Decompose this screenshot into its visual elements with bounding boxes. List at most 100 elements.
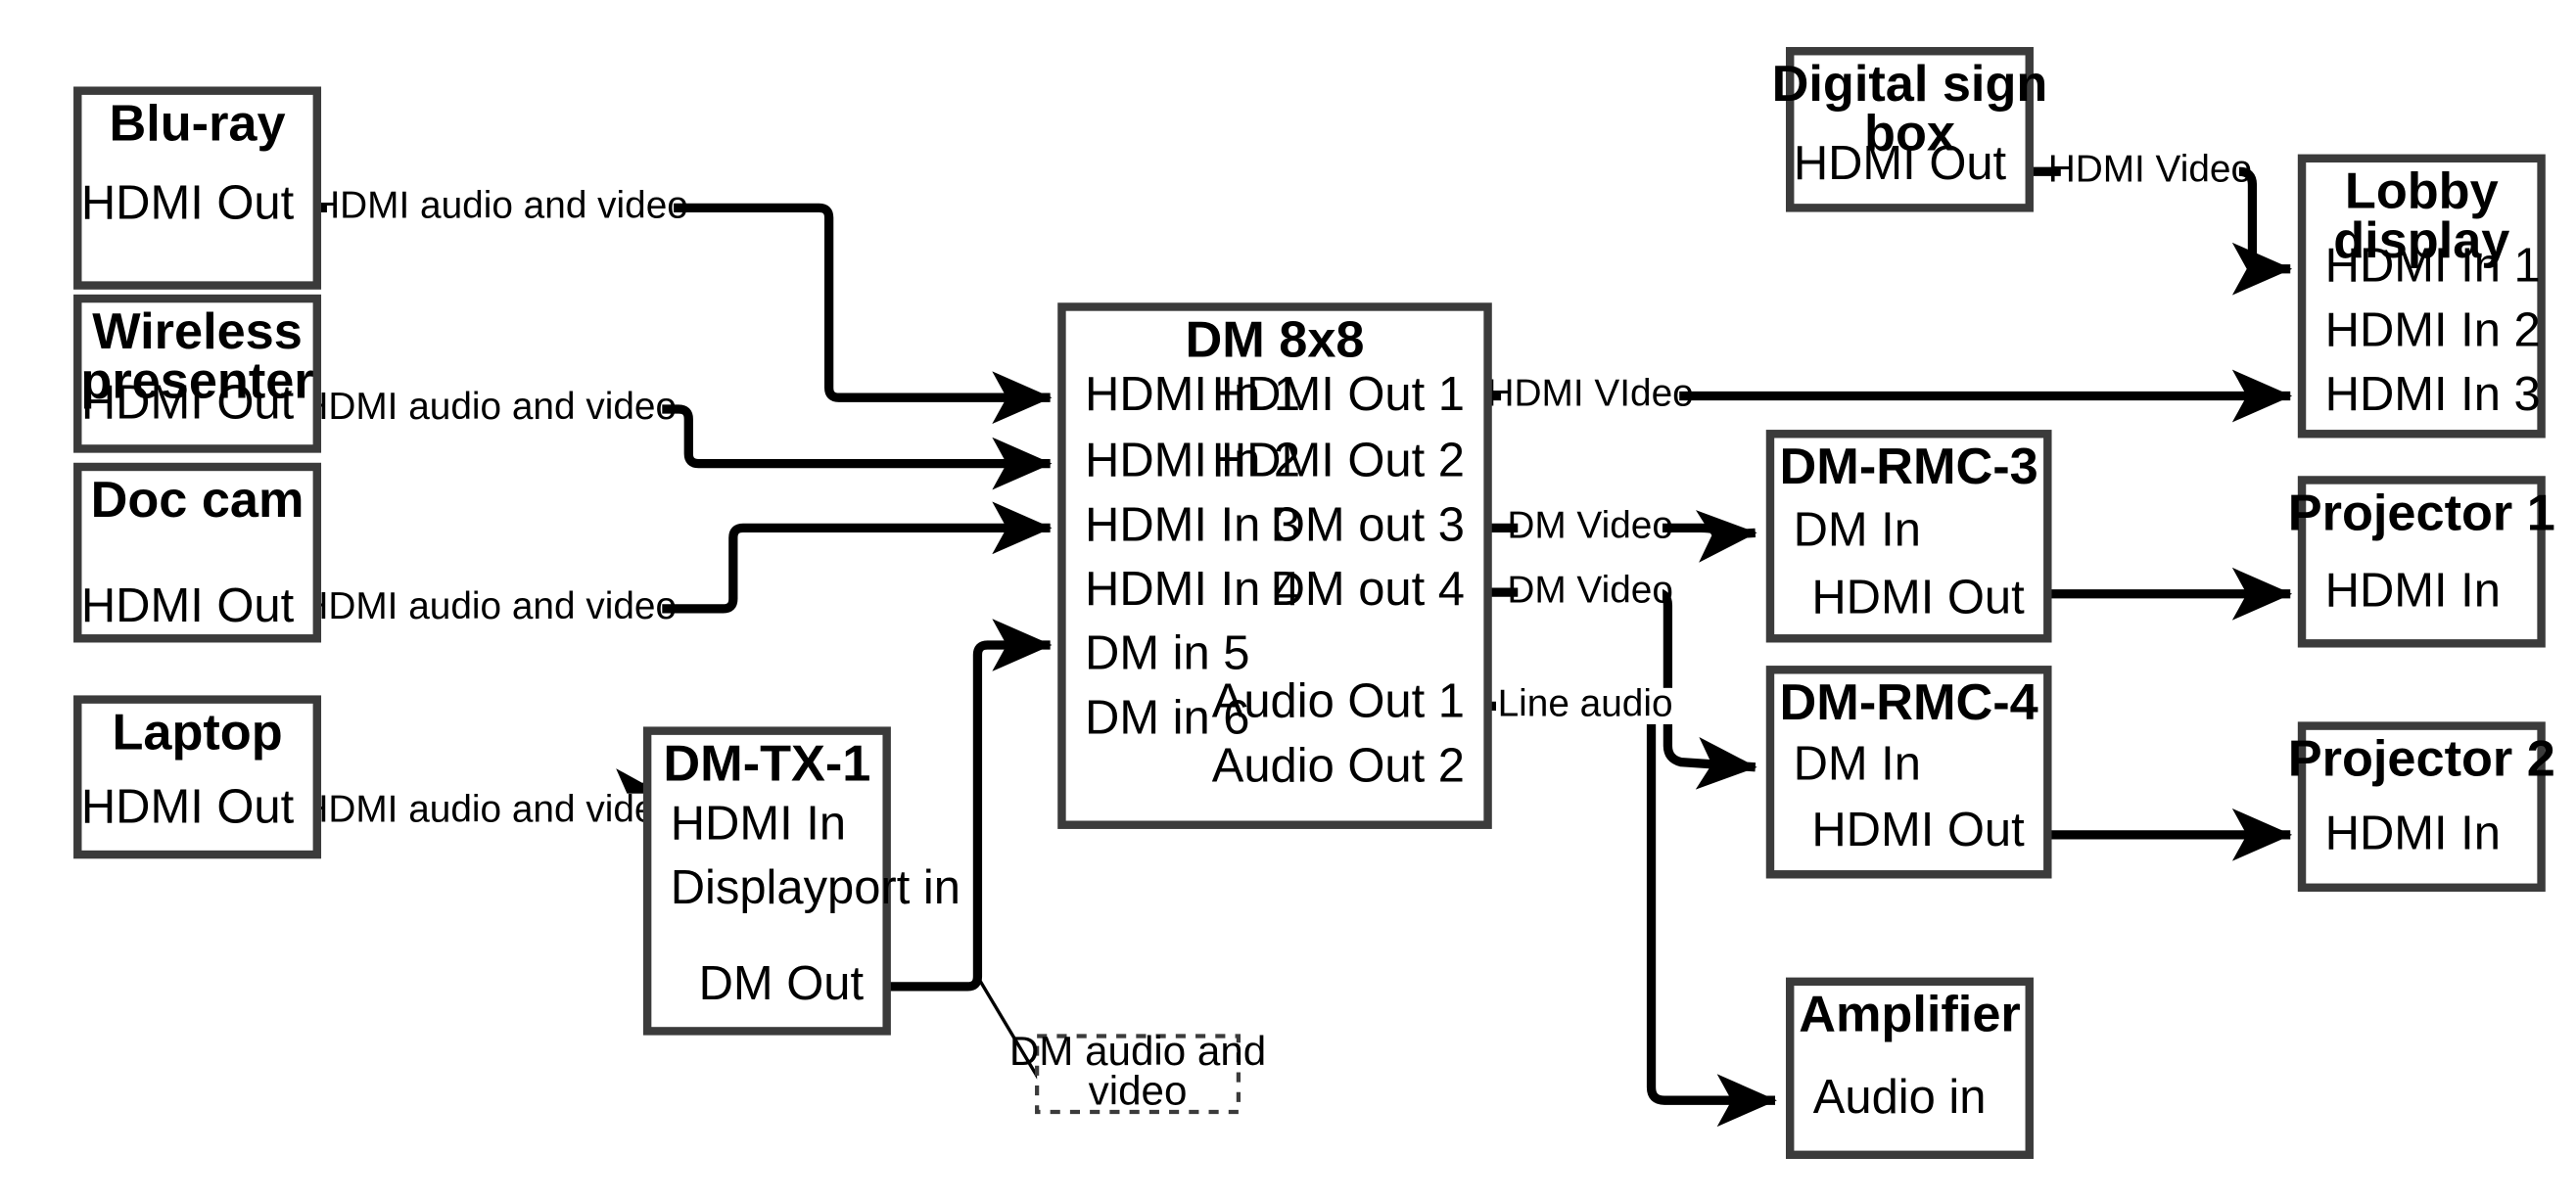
connection-line (2029, 166, 2293, 296)
device-box[interactable] (73, 294, 322, 453)
connection-label-backdrop (315, 793, 663, 830)
connection-hdmiout1-to-lobby-in3: HDMI VIdeo (1487, 369, 2293, 423)
connection-label: HDMI audio and video (312, 185, 688, 227)
device-box[interactable] (2297, 476, 2546, 648)
connection-label: HDMI audio and video (301, 585, 677, 627)
port-label-hdmi-in-3: HDMI In 3 (1085, 498, 1300, 551)
device-box[interactable] (73, 695, 322, 859)
port-label-hdmi-in-4: HDMI In 4 (1085, 563, 1300, 616)
device-rmc3[interactable]: DM-RMC-3 DM In HDMI Out (1765, 430, 2052, 643)
connection-label-backdrop (315, 590, 663, 627)
device-title: box (1864, 106, 1955, 162)
connection-digitalsign-to-lobby-in1: HDMI Video (2029, 149, 2293, 296)
callout-leader-line (975, 975, 1041, 1081)
device-title: DM 8x8 (1186, 311, 1365, 368)
callout-box (1035, 1034, 1241, 1115)
device-title: DM-RMC-3 (1780, 439, 2038, 495)
device-title: Lobby (2345, 163, 2499, 220)
port-label-hdmi-out: HDMI Out (81, 780, 295, 833)
device-box[interactable] (2297, 721, 2546, 892)
device-title: Laptop (112, 705, 282, 762)
device-title: Doc cam (91, 472, 304, 529)
port-label-hdmi-out: HDMI Out (81, 377, 295, 430)
device-box[interactable] (73, 86, 322, 290)
device-title: Projector 1 (2288, 485, 2555, 541)
port-label-dm-in: DM In (1794, 738, 1921, 791)
port-label-hdmi-in: HDMI In (2325, 807, 2501, 859)
connection-wireless-to-in2: HDMI audio and video (301, 386, 1053, 490)
connection-label-backdrop (326, 189, 675, 226)
port-label-hdmi-out-2: HDMI Out 2 (1212, 435, 1465, 487)
connection-label-backdrop (315, 391, 663, 428)
connection-line (1487, 510, 1757, 563)
port-label-dm-out-3: DM out 3 (1271, 498, 1465, 551)
port-label-hdmi-out: HDMI Out (1811, 804, 2025, 856)
port-label-hdmi-out: HDMI Out (81, 579, 295, 632)
port-label-audio-out-2: Audio Out 2 (1212, 739, 1465, 792)
connection-label: DM Video (1507, 505, 1673, 547)
connection-audioout1-to-amp: Line audio (1487, 683, 1777, 1128)
device-title: DM-TX-1 (663, 736, 870, 793)
device-box[interactable] (1765, 430, 2052, 643)
device-title: Wireless (92, 303, 303, 360)
port-label-dm-in: DM In (1794, 503, 1921, 556)
connection-line (316, 203, 1053, 425)
port-label-hdmi-in-1: HDMI In 1 (2325, 240, 2541, 293)
device-title: DM-RMC-4 (1780, 674, 2038, 731)
device-box[interactable] (642, 726, 891, 1036)
device-box[interactable] (1765, 666, 2052, 879)
device-title: Blu-ray (109, 96, 285, 153)
device-title: presenter (80, 353, 313, 410)
device-title: display (2333, 212, 2509, 269)
port-label-hdmi-out: HDMI Out (81, 177, 295, 230)
connection-line (1487, 587, 1757, 790)
port-label-hdmi-in-2: HDMI In 2 (1085, 435, 1300, 487)
connection-line (886, 619, 1053, 992)
port-label-hdmi-in-3: HDMI In 3 (2325, 368, 2541, 421)
connection-dmout4-to-rmc4: DM Video (1487, 569, 1757, 790)
connection-tx1-to-dmin5 (886, 619, 1053, 992)
device-box[interactable] (1785, 47, 2034, 212)
connection-doccam-to-in3: HDMI audio and video (301, 501, 1053, 627)
connection-label: Line audio (1498, 683, 1673, 725)
device-box[interactable] (2297, 154, 2546, 439)
device-title: Amplifier (1799, 987, 2021, 1043)
port-label-dm-in-6: DM in 6 (1085, 691, 1249, 744)
connection-dmout3-to-rmc3: DM Video (1487, 505, 1757, 563)
connection-label-backdrop (1496, 687, 1675, 724)
device-box[interactable] (1057, 302, 1492, 829)
callout-text-line: video (1089, 1068, 1188, 1114)
connection-bluray-to-in1: HDMI audio and video (312, 185, 1053, 425)
port-label-hdmi-out: HDMI Out (1794, 137, 2007, 190)
device-rmc4[interactable]: DM-RMC-4 DM In HDMI Out (1765, 666, 2052, 879)
port-label-dm-in-5: DM in 5 (1085, 627, 1249, 680)
connection-label: HDMI Video (2048, 149, 2252, 191)
port-label-dm-out: DM Out (699, 957, 865, 1010)
port-label-hdmi-in-1: HDMI In 1 (1085, 368, 1300, 421)
device-title: Digital sign (1772, 56, 2048, 113)
port-label-audio-in: Audio in (1813, 1071, 1987, 1124)
connection-label: HDMI VIdeo (1487, 373, 1694, 415)
callout-text-line: DM audio and (1009, 1028, 1266, 1074)
connection-laptop-to-tx1: HDMI audio and video (301, 768, 677, 830)
port-label-hdmi-out: HDMI Out (1811, 571, 2025, 624)
device-box[interactable] (1785, 977, 2034, 1160)
connection-label: HDMI audio and video (301, 788, 677, 830)
device-box[interactable] (73, 462, 322, 643)
